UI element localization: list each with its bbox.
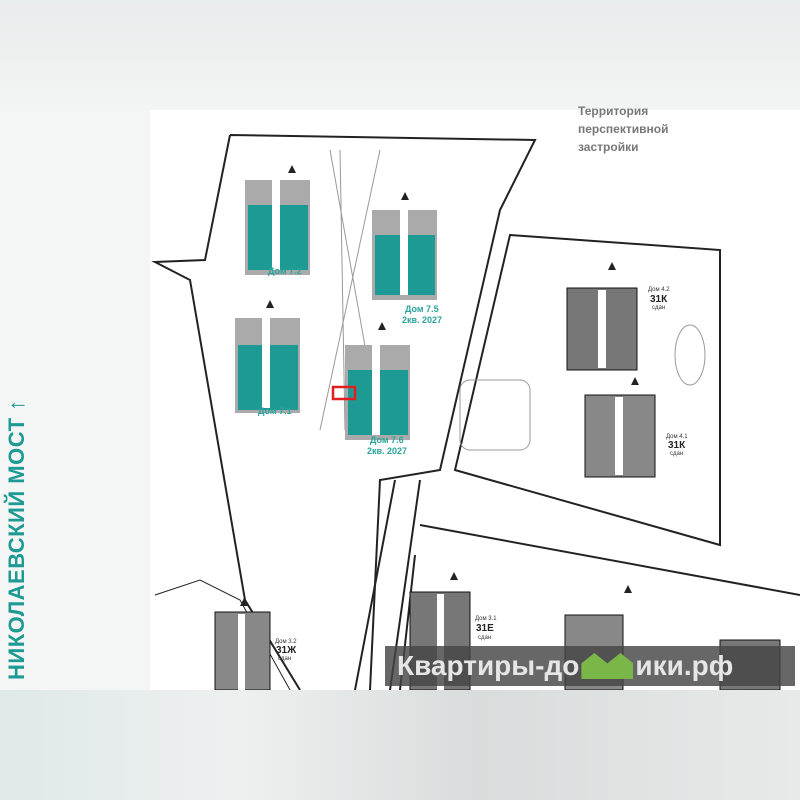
house-code-4-1: 31К bbox=[668, 440, 686, 451]
house-status-3-1: сдан bbox=[478, 635, 491, 641]
watermark-text-left: Квартиры-до bbox=[397, 650, 580, 681]
blurred-bottom-area bbox=[0, 690, 800, 800]
house-label-3-2: Дом 3.2 bbox=[275, 639, 297, 645]
watermark-text-right: ики.рф bbox=[635, 650, 734, 681]
blurred-top-area bbox=[0, 0, 800, 110]
watermark: Квартиры-до ики.рф bbox=[385, 646, 795, 686]
buildings bbox=[214, 180, 781, 691]
house-status-3-2: сдан bbox=[278, 656, 291, 662]
building-4-1 bbox=[584, 394, 656, 478]
site-plan-drawing: Дом 7.2 Дом 7.5 2кв. 2027 Дом 7.1 Дом 7.… bbox=[151, 134, 800, 691]
building-7-2 bbox=[245, 180, 310, 275]
house-label-4-1: Дом 4.1 bbox=[666, 434, 688, 440]
house-label-7-6: Дом 7.6 bbox=[370, 435, 404, 445]
territory-line: Территория bbox=[578, 104, 649, 118]
territory-line: перспективной bbox=[578, 122, 669, 136]
building-7-6 bbox=[331, 345, 410, 440]
house-label-7-1: Дом 7.1 bbox=[258, 406, 292, 416]
house-logo-icon bbox=[581, 653, 634, 679]
building-4-2 bbox=[566, 287, 638, 371]
house-code-3-1: 31Е bbox=[476, 623, 494, 634]
building-3-2 bbox=[214, 611, 271, 691]
house-label-7-2: Дом 7.2 bbox=[268, 266, 302, 276]
future-development-label: Территория перспективной застройки bbox=[578, 102, 698, 156]
house-label-4-2: Дом 4.2 bbox=[648, 287, 670, 293]
house-label-7-5: Дом 7.5 bbox=[405, 304, 439, 314]
house-label-3-1: Дом 3.1 bbox=[475, 616, 497, 622]
house-status-4-1: сдан bbox=[670, 451, 683, 457]
block-outline-east bbox=[453, 233, 721, 547]
territory-line: застройки bbox=[578, 140, 639, 154]
house-status-7-5: 2кв. 2027 bbox=[402, 315, 442, 325]
site-plan: Дом 7.2 Дом 7.5 2кв. 2027 Дом 7.1 Дом 7.… bbox=[150, 110, 800, 691]
nikolaevsky-bridge-label: НИКОЛАЕВСКИЙ МОСТ ↑ bbox=[4, 399, 29, 680]
house-code-4-2: 31К bbox=[650, 294, 668, 305]
selected-apartment-highlight bbox=[331, 385, 357, 401]
house-code-3-2: 31Ж bbox=[276, 645, 297, 656]
house-status-7-6: 2кв. 2027 bbox=[367, 446, 407, 456]
house-status-4-2: сдан bbox=[652, 305, 665, 311]
building-7-1 bbox=[235, 318, 300, 413]
building-7-5 bbox=[372, 210, 437, 300]
